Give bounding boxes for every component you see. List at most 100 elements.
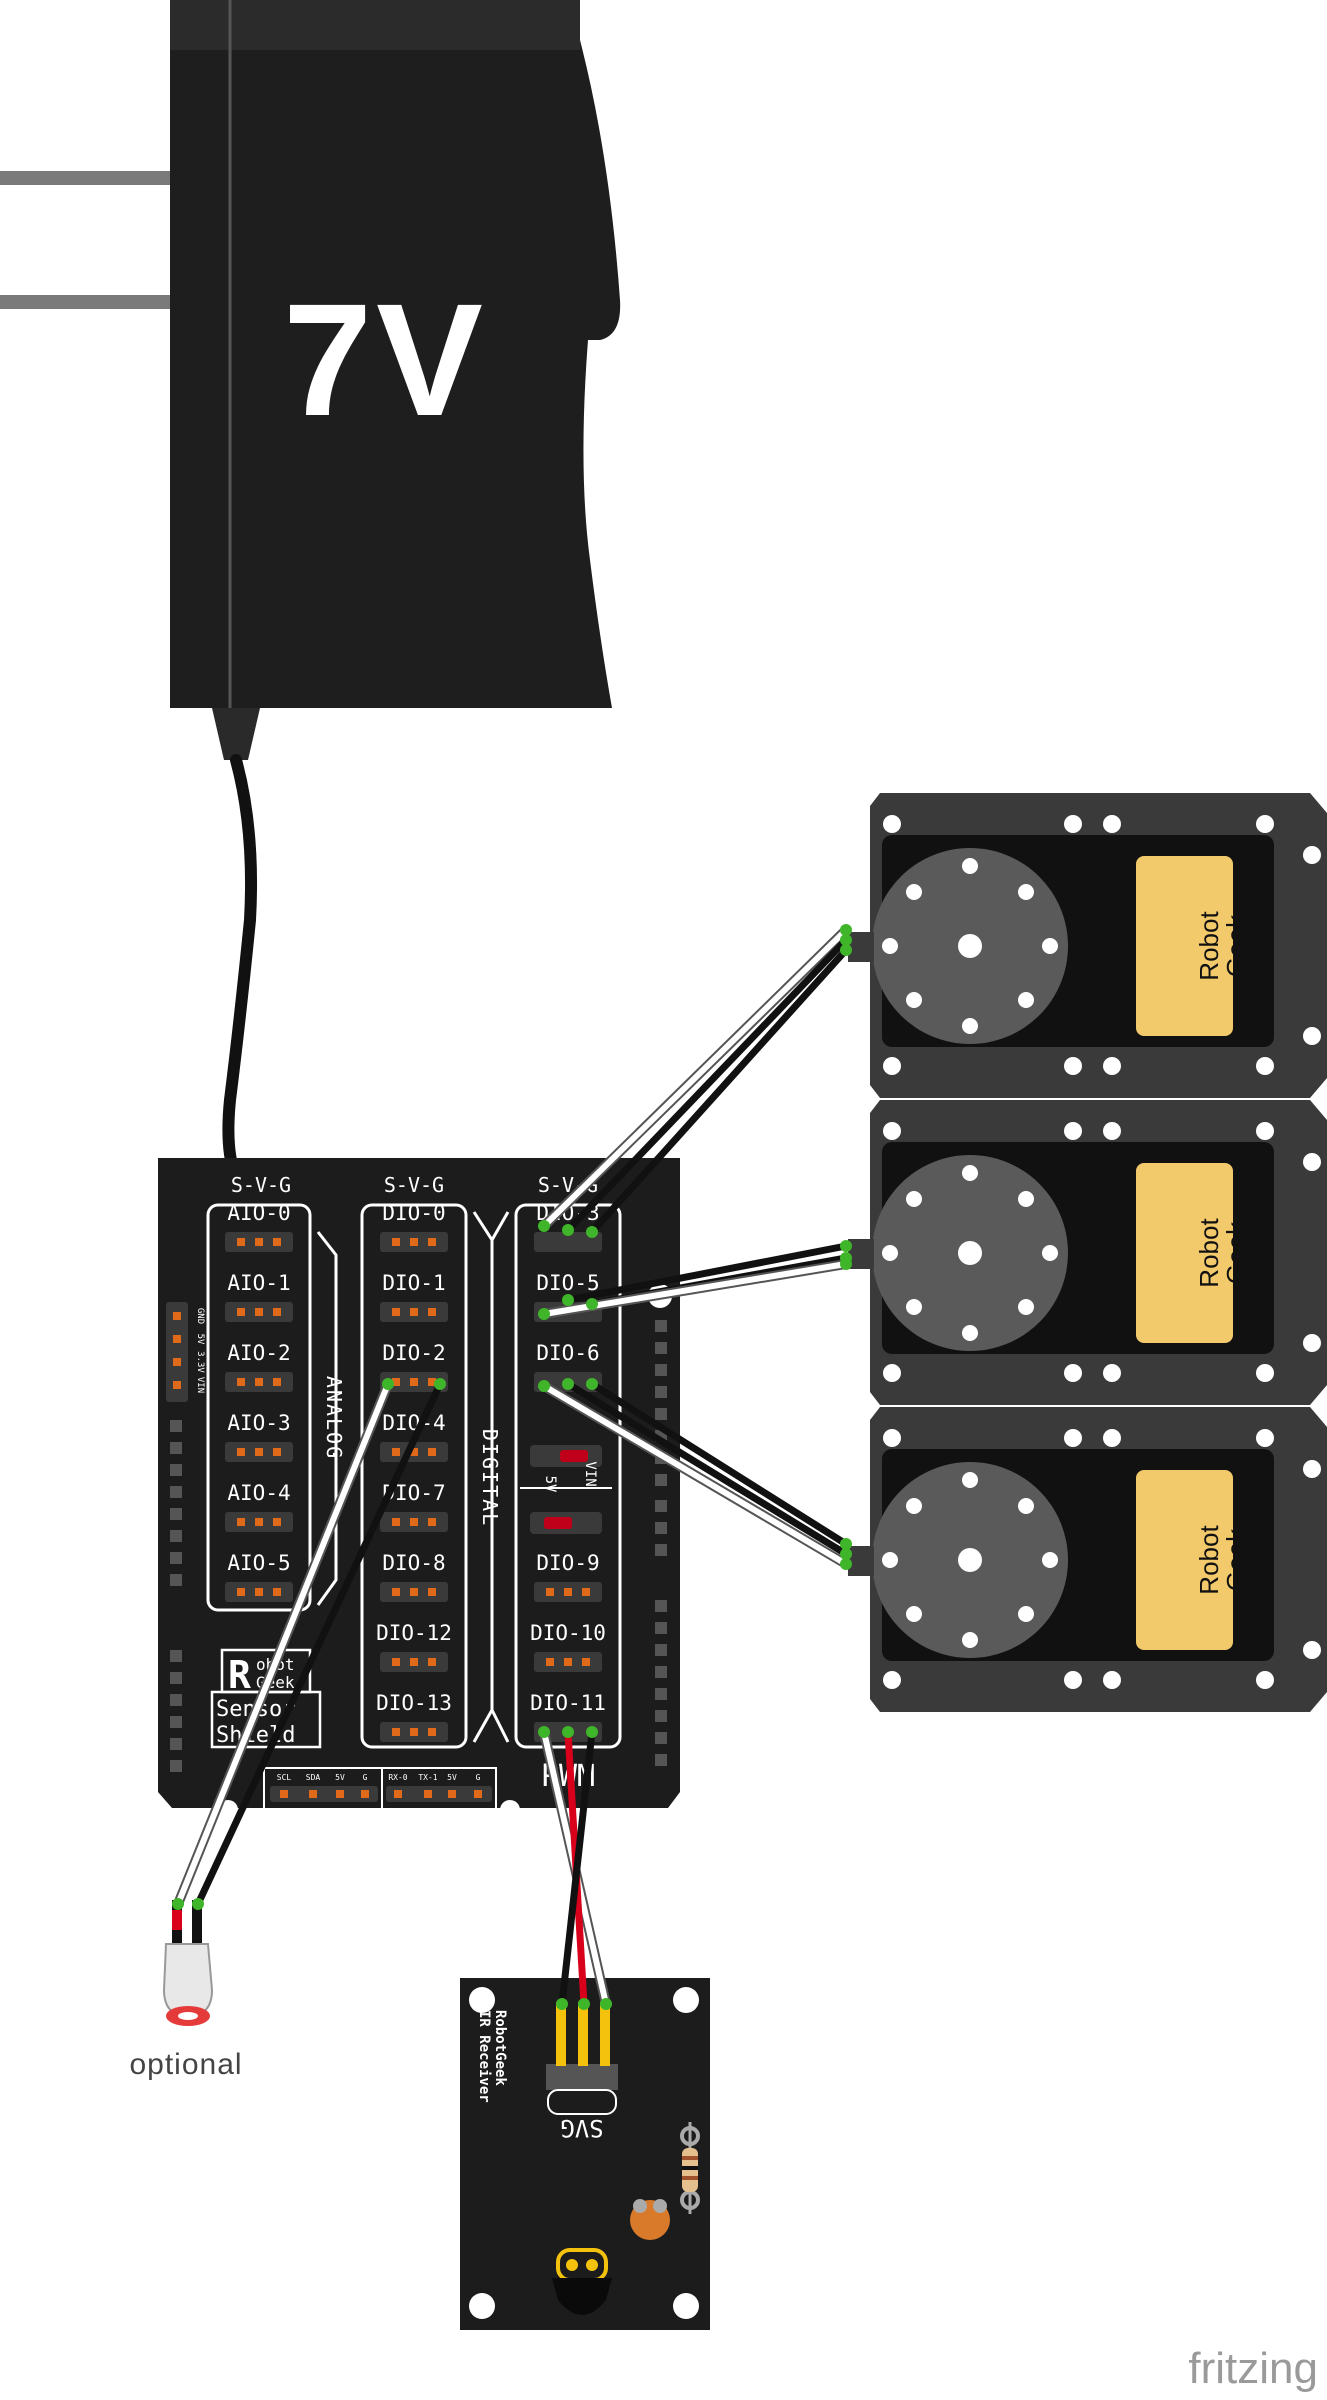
wire-black [194,1380,444,1908]
pin [410,1378,418,1386]
pin-label: DIO-0 [382,1201,445,1225]
pin [582,1588,590,1596]
pin [410,1658,418,1666]
pin [255,1308,263,1316]
ir-pin [556,2002,566,2066]
i2c-label: I2C [312,1817,334,1831]
pin-label: DIO-13 [376,1691,452,1715]
ir-pin-housing [546,2064,618,2090]
i2c-pin-label: G [363,1773,368,1782]
uart-header [386,1786,492,1802]
adapter-top-bevel [170,0,580,50]
pwm-pin-row: DIO-11 [530,1691,606,1742]
wires [173,925,851,2009]
pin [255,1518,263,1526]
analog-pin-row: AIO-0 [225,1201,293,1252]
pin [273,1518,281,1526]
servo-shaft [958,934,982,958]
digital-label: DIGITAL [478,1429,502,1527]
ir-pin-label: SVG [560,2114,603,2142]
servo-brand-text: Geek [1221,914,1251,977]
pin [237,1308,245,1316]
pin [273,1448,281,1456]
power-header [166,1302,188,1402]
pin [392,1588,400,1596]
pin [273,1308,281,1316]
servo-brand-label [1136,856,1233,1036]
sensor-shield: S-V-G S-V-G S-V-G ANALOG DIGITAL AIO-0 A… [158,1158,680,1831]
pin [173,1312,181,1320]
pin-label: AIO-2 [227,1341,290,1365]
analog-pin-row: AIO-1 [225,1271,293,1322]
analog-pin-rows: AIO-0 AIO-1 AIO-2 AIO-3 [225,1201,293,1602]
servo-brand-text: Geek [1221,1528,1251,1591]
ir-pin [600,2002,610,2066]
digital-pin-row: DIO-8 [380,1551,448,1602]
led-lead [192,1900,202,1944]
adapter-voltage-label: 7V [283,270,487,449]
pin [237,1588,245,1596]
jumper-top-cap [560,1450,588,1462]
logo-r: R [228,1653,251,1697]
voltage-select[interactable]: 5V VIN [520,1445,612,1534]
ir-title-line2: IR Receiver [476,2010,492,2103]
digital-column-frame [360,1203,468,1749]
pin [428,1518,436,1526]
uart-pin-label: TX-1 [418,1773,437,1782]
uart-pin-label: G [476,1773,481,1782]
pin-label: AIO-5 [227,1551,290,1575]
pin [410,1308,418,1316]
pin [255,1448,263,1456]
digital-pin-rows: DIO-0 DIO-1 DIO-2 DIO-4 [376,1201,452,1742]
i2c-header [270,1786,378,1802]
pin [582,1658,590,1666]
pwm-pin-row: DIO-9 [534,1551,602,1602]
pin [392,1658,400,1666]
pin [255,1378,263,1386]
pin [410,1728,418,1736]
vsel-5v-label: 5V [542,1476,558,1493]
pwm-pin-rows: DIO-3 DIO-5 DIO-6 DIO-9 DIO-10 [530,1201,606,1742]
pin-label: DIO-8 [382,1551,445,1575]
wire-connectors [172,924,852,2010]
wire-black [588,946,850,1236]
pin-label: DIO-2 [382,1341,445,1365]
pin [255,1238,263,1246]
pin-label: DIO-5 [536,1271,599,1295]
servo-bottom: Robot Geek [848,1407,1327,1712]
digital-pin-row: DIO-12 [376,1621,452,1672]
pin [273,1588,281,1596]
ir-receiver-board: RobotGeek IR Receiver SVG [460,1978,710,2330]
digital-pin-row: DIO-2 [380,1341,448,1392]
servo-top: Robot Geek [848,793,1327,1098]
led-caption: optional [129,2048,242,2081]
pin [428,1728,436,1736]
pin [546,1588,554,1596]
pin-label: DIO-6 [536,1341,599,1365]
analog-label: ANALOG [322,1376,346,1460]
adapter-prong-bottom [0,295,170,309]
header-label-analog: S-V-G [231,1173,291,1197]
uart-frame [381,1767,497,1813]
pin [392,1378,400,1386]
fritzing-watermark: fritzing [1188,2344,1318,2393]
pin [255,1588,263,1596]
digital-pin-row: DIO-4 [380,1411,448,1462]
pin [564,1588,572,1596]
digital-pin-row: DIO-13 [376,1691,452,1742]
adapter-body [170,0,621,708]
power-pins-label: VIN [195,1377,205,1393]
pin [273,1238,281,1246]
servo-brand-label [1136,1163,1233,1343]
left-header-pins: GND 5V 3.3V VIN [166,1302,205,1772]
uart-pin-label: 5V [447,1773,457,1782]
pin-label: AIO-3 [227,1411,290,1435]
adapter-cord [222,754,258,1171]
vsel-vin-label: VIN [582,1461,598,1486]
pin-label: AIO-4 [227,1481,290,1505]
led-lead [172,1910,182,1930]
ir-pin-pad [547,2089,617,2115]
pin [237,1378,245,1386]
wire-white [175,1381,391,1907]
digital-pin-row: DIO-7 [380,1481,448,1532]
